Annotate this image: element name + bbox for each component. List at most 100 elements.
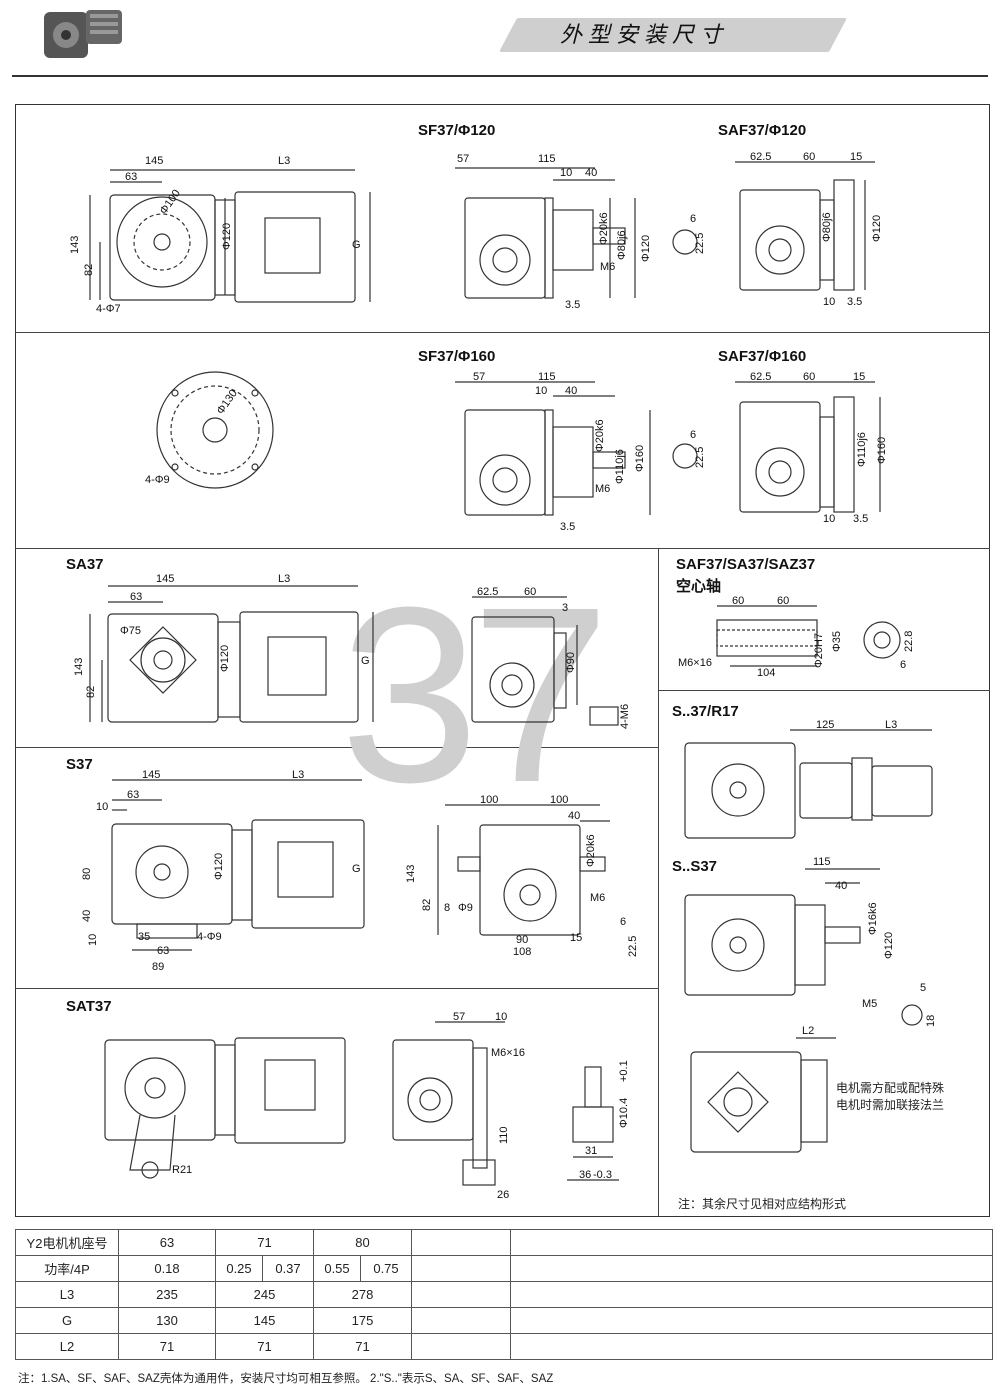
dim-36-tol: -0.3 <box>593 1169 612 1181</box>
dim-115c: 115 <box>813 856 831 868</box>
dim-63d: 63 <box>157 945 169 957</box>
saf37-160-view: 62.5 60 15 Φ110j6 Φ160 10 3.5 <box>735 371 888 525</box>
s37-front-view: 100 100 40 Φ20k6 M6 143 82 8 Φ9 90 108 1… <box>405 794 639 958</box>
dim-22-8: 22.8 <box>903 631 915 652</box>
dim-115: 115 <box>538 153 556 165</box>
dim-phi120c: Φ120 <box>871 215 883 242</box>
dim-M6b: M6 <box>595 483 610 495</box>
sat37-side-view: R21 <box>104 1037 346 1179</box>
dim-100b: 100 <box>550 794 568 806</box>
dim-8: 8 <box>444 902 450 914</box>
empty-cell <box>510 1333 993 1360</box>
dim-22-5b: 22.5 <box>694 447 706 468</box>
dim-phi120d: Φ120 <box>219 645 231 672</box>
row-label: G <box>15 1307 119 1334</box>
sf37-side-view: 145 L3 63 143 82 Φ100 Φ120 G 4-Φ7 <box>69 155 371 315</box>
dim-4phi9b: 4-Φ9 <box>197 931 222 943</box>
dim-phi20H7: Φ20H7 <box>813 633 825 668</box>
dim-60e: 60 <box>777 595 789 607</box>
dim-phi20k6c: Φ20k6 <box>585 834 597 867</box>
dim-phi130: Φ130 <box>215 388 240 417</box>
dim-L3: L3 <box>278 155 290 167</box>
dim-57b: 57 <box>473 371 485 383</box>
dim-100a: 100 <box>480 794 498 806</box>
dim-60c: 60 <box>524 586 536 598</box>
dim-4M6: 4-M6 <box>619 704 631 729</box>
ss37-view: 115 40 Φ16k6 Φ120 M5 5 18 <box>684 856 937 1027</box>
table-cell: 71 <box>118 1333 216 1360</box>
table-row: L2 71 71 71 <box>15 1333 993 1360</box>
dim-3-5d: 3.5 <box>853 513 868 525</box>
empty-cell <box>411 1333 511 1360</box>
table-row: Y2电机机座号 63 71 80 <box>15 1229 993 1256</box>
label-ss37: S..S37 <box>672 858 718 875</box>
dim-63c: 63 <box>127 789 139 801</box>
dim-22-5: 22.5 <box>694 233 706 254</box>
dim-90: 90 <box>516 934 528 946</box>
dim-L3c: L3 <box>885 719 897 731</box>
dim-62-5: 62.5 <box>750 151 771 163</box>
dim-108: 108 <box>513 946 531 958</box>
dim-57c: 57 <box>453 1011 465 1023</box>
table-row: L3 235 245 278 <box>15 1281 993 1308</box>
flange-160-view: Φ130 4-Φ9 <box>145 371 274 489</box>
dim-M6x16b: M6×16 <box>491 1047 525 1059</box>
dim-phi160b: Φ160 <box>876 437 888 464</box>
dim-115b: 115 <box>538 371 556 383</box>
table-cell: 80 <box>313 1229 412 1256</box>
s37-side-view: 145 L3 63 10 80 40 10 Φ120 G 35 63 89 4-… <box>81 769 365 973</box>
dim-40b: 40 <box>565 385 577 397</box>
table-row: G 130 145 175 <box>15 1307 993 1334</box>
dim-3: 3 <box>562 602 568 614</box>
dim-110: 110 <box>498 1126 510 1144</box>
dim-L2: L2 <box>802 1025 814 1037</box>
dim-26: 26 <box>497 1189 509 1201</box>
dim-M6c: M6 <box>590 892 605 904</box>
gear-motor-logo <box>44 10 122 58</box>
dim-phi110j6: Φ110j6 <box>614 449 626 484</box>
sa37-side-view: 145 L3 63 Φ75 Φ120 143 82 G <box>73 573 374 723</box>
dim-phi35: Φ35 <box>831 631 843 652</box>
dim-143b: 143 <box>73 658 85 676</box>
label-sa37: SA37 <box>66 556 104 573</box>
dim-125: 125 <box>816 719 834 731</box>
table-cell: 71 <box>215 1229 314 1256</box>
dim-36: 36 <box>579 1169 591 1181</box>
table-cell: 0.25 <box>215 1255 263 1282</box>
dim-phi160: Φ160 <box>634 445 646 472</box>
dim-82b: 82 <box>85 686 97 698</box>
dim-phi100: Φ100 <box>158 188 183 217</box>
dim-40d: 40 <box>568 810 580 822</box>
empty-cell <box>510 1229 993 1256</box>
dim-40: 40 <box>585 167 597 179</box>
label-sf37-120: SF37/Φ120 <box>418 122 496 139</box>
dim-62-5b: 62.5 <box>750 371 771 383</box>
motor-flange-note-line2: 电机时需加联接法兰 <box>836 1098 945 1112</box>
motor-flange-note-line1: 电机需方配或配特殊 <box>836 1081 945 1095</box>
spec-table: Y2电机机座号 63 71 80 功率/4P 0.18 0.25 0.37 0.… <box>15 1229 993 1360</box>
empty-cell <box>510 1281 993 1308</box>
table-cell: 71 <box>313 1333 412 1360</box>
empty-cell <box>411 1255 511 1282</box>
dim-145: 145 <box>145 155 163 167</box>
row-divider-2 <box>15 548 990 549</box>
dim-10f: 10 <box>87 934 99 946</box>
other-dims-note: 注：其余尺寸见相对应结构形式 <box>678 1197 847 1211</box>
dim-15b: 15 <box>853 371 865 383</box>
row-label: Y2电机机座号 <box>15 1229 119 1256</box>
dim-57: 57 <box>457 153 469 165</box>
dim-10c: 10 <box>535 385 547 397</box>
table-cell: 130 <box>118 1307 216 1334</box>
dim-phi120e: Φ120 <box>213 853 225 880</box>
dim-R21: R21 <box>172 1164 192 1176</box>
dim-40e: 40 <box>835 880 847 892</box>
dim-63: 63 <box>125 171 137 183</box>
dim-phi90: Φ90 <box>565 652 577 673</box>
row-divider-1 <box>15 332 990 333</box>
dim-3-5: 3.5 <box>565 299 580 311</box>
dim-10: 10 <box>560 167 572 179</box>
dim-60d: 60 <box>732 595 744 607</box>
dim-10d: 10 <box>823 513 835 525</box>
page-title: 外型安装尺寸 <box>560 22 729 47</box>
dim-5: 5 <box>920 982 926 994</box>
